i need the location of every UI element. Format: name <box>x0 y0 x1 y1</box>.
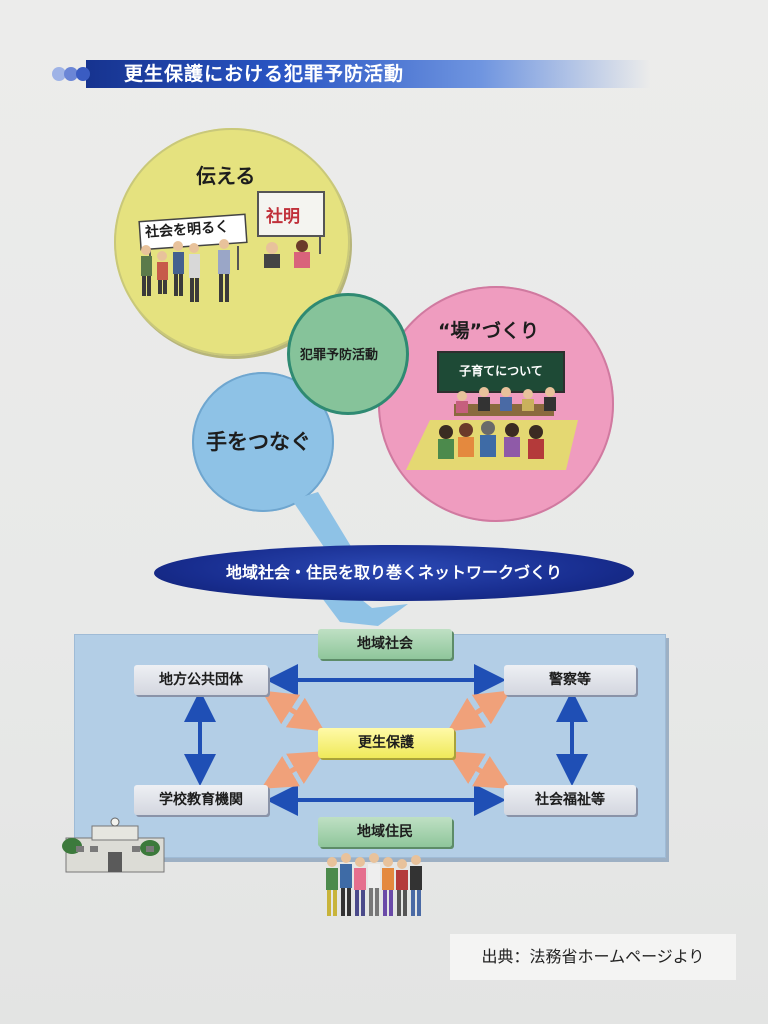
title-dot-icon <box>64 67 78 81</box>
place-label: “場”づくり <box>438 320 539 342</box>
page-title: 更生保護における犯罪予防活動 <box>124 63 405 85</box>
connect-label: 手をつなぐ <box>206 430 311 454</box>
rehabilitation-box: 更生保護 <box>318 728 454 758</box>
source-citation: 出典：法務省ホームページより <box>450 934 736 980</box>
school-box: 学校教育機関 <box>134 785 268 815</box>
screen-text: 社明 <box>266 207 300 227</box>
network-label: 地域社会・住民を取り巻くネットワークづくり <box>225 563 562 582</box>
network-ellipse <box>154 545 634 601</box>
center-label: 犯罪予防活動 <box>300 348 379 363</box>
community-box: 地域社会 <box>318 629 452 659</box>
title-dot-icon <box>52 67 66 81</box>
title-dot-icon <box>76 67 90 81</box>
center-circle <box>290 296 406 412</box>
police-box: 警察等 <box>504 665 636 695</box>
convey-label: 伝える <box>196 164 256 188</box>
local-government-box: 地方公共団体 <box>134 665 268 695</box>
welfare-box: 社会福祉等 <box>504 785 636 815</box>
board-text: 子育てについて <box>459 364 543 378</box>
residents-box: 地域住民 <box>318 817 452 847</box>
title-bar <box>86 60 650 88</box>
